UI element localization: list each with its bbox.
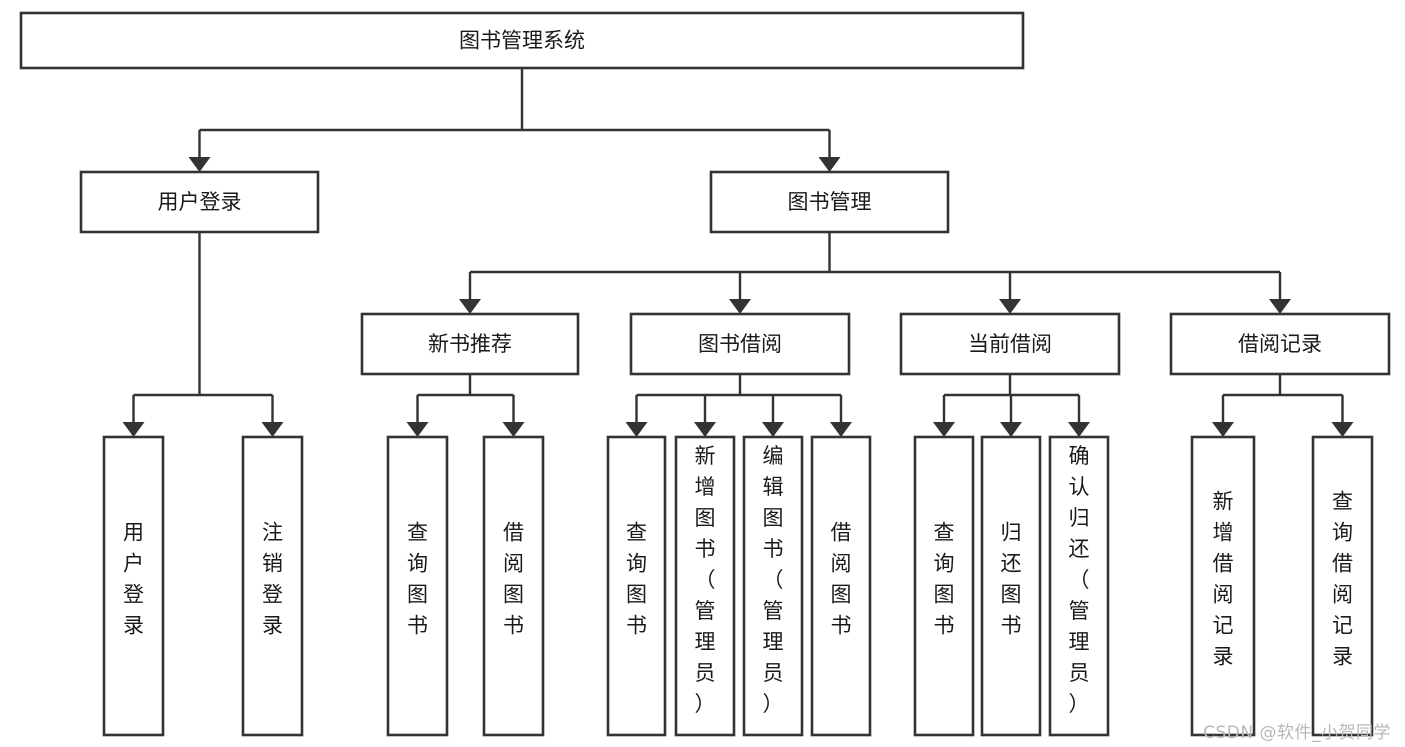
node-leaf-confirm-return-admin[interactable]: 确认归还（管理员） <box>1048 435 1110 737</box>
node-label-book-borrow: 图书借阅 <box>698 332 782 356</box>
node-label-leaf-borrow-book: 借阅图书 <box>831 521 852 638</box>
node-box-leaf-borrow-book-recommend <box>482 435 545 737</box>
arrow-head-edge-user-login-to-leaf-user-logout <box>261 422 284 437</box>
arrow-head-edge-book-borrow-to-leaf-add-book-admin <box>694 422 716 437</box>
node-leaf-borrow-book-recommend[interactable]: 借阅图书 <box>482 435 545 737</box>
arrow-head-edge-book-borrow-to-leaf-edit-book-admin <box>762 422 784 437</box>
arrow-head-edge-new-book-recommend-to-leaf-query-book-recommend <box>406 422 429 437</box>
node-box-leaf-query-borrow-record <box>1311 435 1374 737</box>
arrow-head-edge-user-login-to-leaf-user-login <box>122 422 145 437</box>
connector-group-borrow-record <box>1212 374 1354 437</box>
node-box-leaf-edit-book-admin <box>742 435 804 737</box>
connector-group-book-manage <box>459 232 1291 314</box>
node-box-root <box>19 11 1025 70</box>
node-box-leaf-query-book-borrow <box>606 435 667 737</box>
node-box-current-borrow <box>899 312 1121 376</box>
node-label-user-login: 用户登录 <box>158 190 242 214</box>
node-label-leaf-query-book-current: 查询图书 <box>934 521 955 638</box>
node-label-borrow-record: 借阅记录 <box>1238 332 1322 356</box>
node-leaf-add-book-admin[interactable]: 新增图书（管理员） <box>674 435 736 737</box>
arrow-head-edge-borrow-record-to-leaf-query-borrow-record <box>1331 422 1354 437</box>
node-label-current-borrow: 当前借阅 <box>968 332 1052 356</box>
arrow-head-edge-borrow-record-to-leaf-add-borrow-record <box>1212 422 1234 437</box>
node-leaf-query-borrow-record[interactable]: 查询借阅记录 <box>1311 435 1374 737</box>
arrow-head-edge-book-manage-to-current-borrow <box>999 299 1021 314</box>
node-leaf-user-logout[interactable]: 注销登录 <box>241 435 304 737</box>
node-leaf-user-login[interactable]: 用户登录 <box>102 435 165 737</box>
node-borrow-record[interactable]: 借阅记录 <box>1169 312 1391 376</box>
connector-group-user-login <box>122 232 284 437</box>
node-box-leaf-confirm-return-admin <box>1048 435 1110 737</box>
arrow-head-edge-current-borrow-to-leaf-query-book-current <box>933 422 955 437</box>
node-root[interactable]: 图书管理系统 <box>19 11 1025 70</box>
node-label-new-book-recommend: 新书推荐 <box>428 332 512 356</box>
node-layer: 图书管理系统用户登录图书管理新书推荐图书借阅当前借阅借阅记录用户登录注销登录查询… <box>19 11 1391 737</box>
node-new-book-recommend[interactable]: 新书推荐 <box>360 312 580 376</box>
node-box-leaf-borrow-book <box>810 435 872 737</box>
arrow-head-edge-book-manage-to-borrow-record <box>1269 299 1291 314</box>
connector-group-root <box>188 68 841 172</box>
node-box-leaf-query-book-current <box>913 435 975 737</box>
node-label-leaf-edit-book-admin: 编辑图书（管理员） <box>763 444 784 716</box>
node-box-leaf-user-logout <box>241 435 304 737</box>
node-book-borrow[interactable]: 图书借阅 <box>629 312 851 376</box>
node-leaf-query-book-current[interactable]: 查询图书 <box>913 435 975 737</box>
node-leaf-edit-book-admin[interactable]: 编辑图书（管理员） <box>742 435 804 737</box>
node-box-leaf-add-book-admin <box>674 435 736 737</box>
connector-group-book-borrow <box>625 374 852 437</box>
node-box-leaf-user-login <box>102 435 165 737</box>
node-box-book-borrow <box>629 312 851 376</box>
node-current-borrow[interactable]: 当前借阅 <box>899 312 1121 376</box>
node-leaf-return-book[interactable]: 归还图书 <box>980 435 1042 737</box>
arrow-head-edge-root-to-book-manage <box>818 157 841 172</box>
arrow-head-edge-book-borrow-to-leaf-borrow-book <box>830 422 852 437</box>
node-box-leaf-query-book-recommend <box>386 435 449 737</box>
arrow-head-edge-root-to-user-login <box>188 157 211 172</box>
node-label-leaf-user-logout: 注销登录 <box>262 521 283 638</box>
arrow-head-edge-new-book-recommend-to-leaf-borrow-book-recommend <box>502 422 525 437</box>
node-leaf-add-borrow-record[interactable]: 新增借阅记录 <box>1190 435 1256 737</box>
node-label-leaf-query-borrow-record: 查询借阅记录 <box>1332 490 1353 669</box>
arrow-head-edge-current-borrow-to-leaf-return-book <box>1000 422 1022 437</box>
arrow-head-edge-current-borrow-to-leaf-confirm-return-admin <box>1068 422 1090 437</box>
node-box-new-book-recommend <box>360 312 580 376</box>
node-label-leaf-query-book-borrow: 查询图书 <box>626 521 647 638</box>
watermark-label: CSDN @软件_小贺同学 <box>1203 723 1391 743</box>
node-label-leaf-user-login: 用户登录 <box>123 521 144 638</box>
node-label-leaf-return-book: 归还图书 <box>1001 521 1022 638</box>
node-label-leaf-add-borrow-record: 新增借阅记录 <box>1213 490 1234 669</box>
node-leaf-query-book-borrow[interactable]: 查询图书 <box>606 435 667 737</box>
node-box-user-login <box>79 170 320 234</box>
node-label-root: 图书管理系统 <box>459 29 585 53</box>
node-label-leaf-confirm-return-admin: 确认归还（管理员） <box>1069 444 1090 716</box>
node-box-book-manage <box>709 170 950 234</box>
node-box-leaf-return-book <box>980 435 1042 737</box>
node-label-leaf-add-book-admin: 新增图书（管理员） <box>695 444 716 716</box>
arrow-head-edge-book-manage-to-new-book-recommend <box>459 299 481 314</box>
node-box-leaf-add-borrow-record <box>1190 435 1256 737</box>
node-book-manage[interactable]: 图书管理 <box>709 170 950 234</box>
connector-layer <box>122 68 1354 437</box>
node-label-leaf-query-book-recommend: 查询图书 <box>407 521 428 638</box>
arrow-head-edge-book-borrow-to-leaf-query-book-borrow <box>625 422 648 437</box>
node-user-login[interactable]: 用户登录 <box>79 170 320 234</box>
node-leaf-borrow-book[interactable]: 借阅图书 <box>810 435 872 737</box>
connector-group-new-book-recommend <box>406 374 525 437</box>
node-leaf-query-book-recommend[interactable]: 查询图书 <box>386 435 449 737</box>
node-label-leaf-borrow-book-recommend: 借阅图书 <box>503 521 524 638</box>
connector-group-current-borrow <box>933 374 1090 437</box>
node-label-book-manage: 图书管理 <box>788 190 872 214</box>
arrow-head-edge-book-manage-to-book-borrow <box>729 299 751 314</box>
node-box-borrow-record <box>1169 312 1391 376</box>
